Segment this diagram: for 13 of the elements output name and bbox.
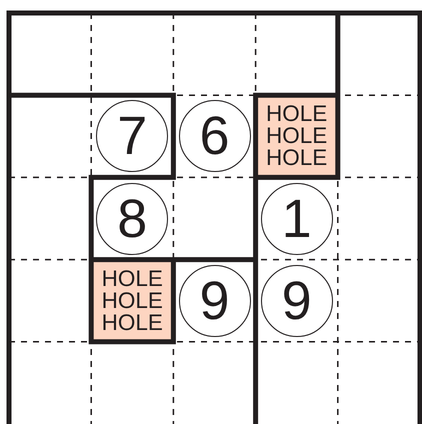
clue-number: 1 [282, 192, 312, 246]
hole-label: HOLE HOLE HOLE [100, 268, 164, 334]
hole-label: HOLE HOLE HOLE [265, 103, 328, 170]
clue-number: 9 [282, 274, 312, 328]
clue-number: 8 [117, 192, 148, 246]
clue-number: 6 [199, 109, 230, 164]
number-circle [96, 182, 168, 254]
number-circle [178, 264, 250, 337]
hole-cell [93, 262, 172, 340]
number-circle [96, 100, 168, 172]
clue-number: 9 [199, 274, 230, 328]
clue-number: 7 [117, 109, 148, 164]
hole-cell [258, 97, 336, 176]
